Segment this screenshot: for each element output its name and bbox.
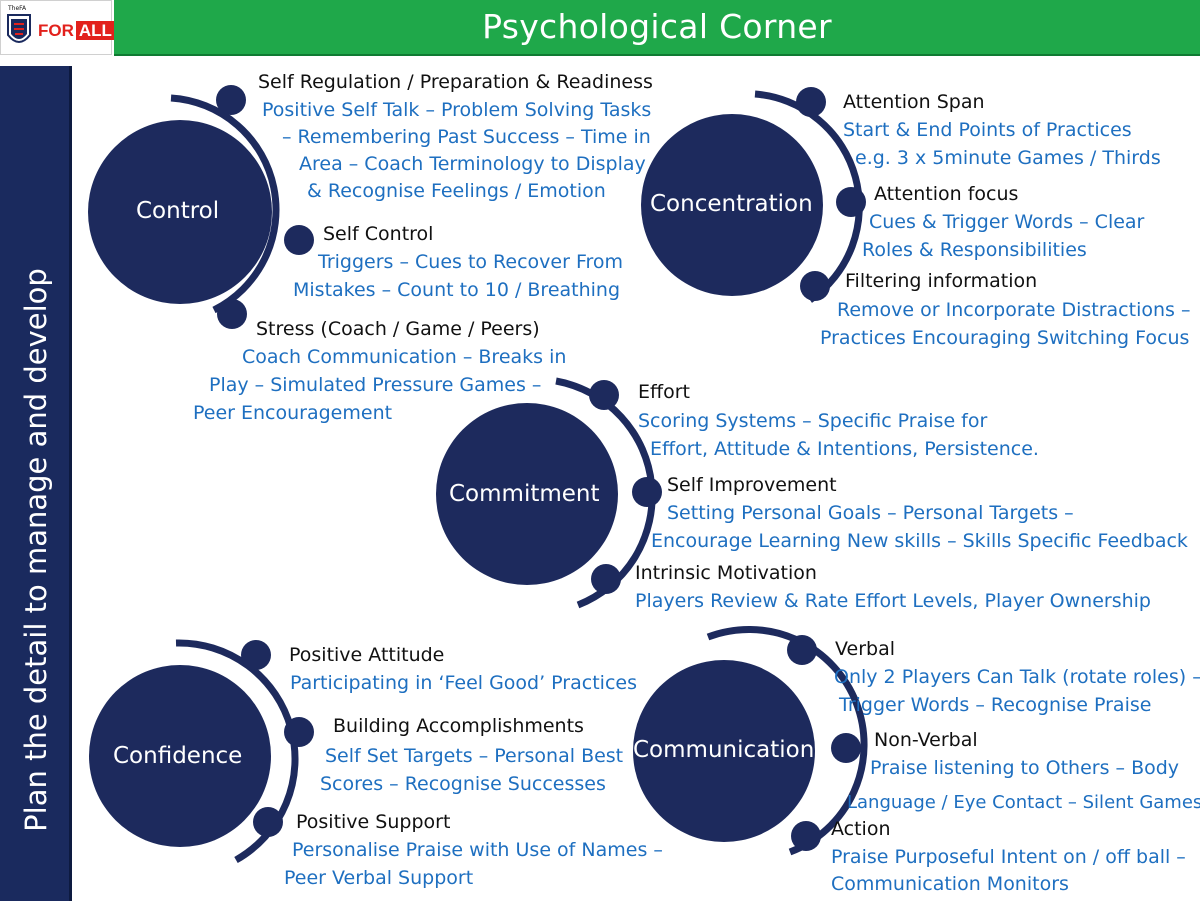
- verbal-heading: Verbal: [835, 638, 896, 660]
- self-regulation-heading: Self Regulation / Preparation & Readines…: [258, 71, 653, 93]
- effort-detail-2: Effort, Attitude & Intentions, Persisten…: [650, 438, 1039, 460]
- page-title: Psychological Corner: [482, 7, 832, 46]
- verbal-detail-1: Only 2 Players Can Talk (rotate roles) –: [834, 666, 1200, 688]
- communication-node: [633, 625, 868, 856]
- verbal-detail-2: Trigger Words – Recognise Praise: [839, 694, 1152, 716]
- stress-detail-3: Peer Encouragement: [193, 402, 393, 424]
- navy-dot-icon: [791, 821, 821, 851]
- positive-attitude-heading: Positive Attitude: [289, 644, 445, 666]
- navy-dot-icon: [589, 380, 619, 410]
- navy-dot-icon: [241, 640, 271, 670]
- confidence-node: [89, 639, 314, 864]
- effort-heading: Effort: [638, 381, 690, 403]
- navy-dot-icon: [284, 225, 314, 255]
- communication-label: Communication: [633, 737, 815, 763]
- intrinsic-motivation-detail-1: Players Review & Rate Effort Levels, Pla…: [635, 590, 1151, 612]
- navy-dot-icon: [787, 635, 817, 665]
- attention-focus-detail-2: Roles & Responsibilities: [862, 239, 1087, 261]
- navy-dot-icon: [632, 477, 662, 507]
- action-detail-1: Praise Purposeful Intent on / off ball –: [831, 846, 1186, 868]
- navy-dot-icon: [253, 807, 283, 837]
- navy-dot-icon: [216, 85, 246, 115]
- action-detail-2: Communication Monitors: [831, 873, 1069, 895]
- self-control-heading: Self Control: [323, 223, 434, 245]
- non-verbal-detail-1: Praise listening to Others – Body: [870, 757, 1180, 779]
- self-regulation-detail-4: & Recognise Feelings / Emotion: [307, 180, 606, 202]
- title-bar: Psychological Corner: [114, 0, 1200, 56]
- positive-support-detail-1: Personalise Praise with Use of Names –: [292, 839, 663, 861]
- building-accomplishments-detail-1: Self Set Targets – Personal Best: [325, 745, 624, 767]
- control-label: Control: [136, 198, 220, 224]
- filtering-information-heading: Filtering information: [845, 270, 1038, 292]
- sidebar-banner: Plan the detail to manage and develop: [0, 66, 72, 901]
- navy-dot-icon: [800, 271, 830, 301]
- filtering-information-detail-2: Practices Encouraging Switching Focus: [820, 327, 1190, 349]
- commitment-node: [436, 377, 662, 609]
- building-accomplishments-detail-2: Scores – Recognise Successes: [320, 773, 606, 795]
- building-accomplishments-heading: Building Accomplishments: [333, 715, 584, 737]
- navy-dot-icon: [217, 299, 247, 329]
- self-improvement-detail-2: Encourage Learning New skills – Skills S…: [651, 530, 1188, 552]
- action-heading: Action: [831, 818, 891, 840]
- concentration-label: Concentration: [650, 191, 813, 217]
- stress-heading: Stress (Coach / Game / Peers): [256, 318, 540, 340]
- stress-detail-2: Play – Simulated Pressure Games –: [209, 374, 542, 396]
- navy-dot-icon: [836, 187, 866, 217]
- intrinsic-motivation-heading: Intrinsic Motivation: [635, 562, 817, 584]
- attention-focus-heading: Attention focus: [874, 183, 1019, 205]
- self-control-detail-2: Mistakes – Count to 10 / Breathing: [293, 279, 621, 301]
- attention-focus-detail-1: Cues & Trigger Words – Clear: [869, 211, 1145, 233]
- self-regulation-detail-2: – Remembering Past Success – Time in: [282, 126, 651, 148]
- self-improvement-heading: Self Improvement: [667, 474, 837, 496]
- attention-span-detail-1: Start & End Points of Practices: [843, 119, 1132, 141]
- non-verbal-detail-2: Language / Eye Contact – Silent Games: [847, 792, 1200, 813]
- england-crest-icon: TheFA: [5, 5, 33, 51]
- navy-dot-icon: [796, 87, 826, 117]
- self-regulation-detail-3: Area – Coach Terminology to Display: [299, 153, 646, 175]
- filtering-information-detail-1: Remove or Incorporate Distractions –: [837, 299, 1191, 321]
- positive-support-heading: Positive Support: [296, 811, 451, 833]
- attention-span-detail-2: e.g. 3 x 5minute Games / Thirds: [855, 147, 1161, 169]
- self-control-detail-1: Triggers – Cues to Recover From: [318, 251, 624, 273]
- effort-detail-1: Scoring Systems – Specific Praise for: [638, 410, 988, 432]
- control-node: [88, 85, 314, 329]
- non-verbal-heading: Non-Verbal: [874, 729, 978, 751]
- self-improvement-detail-1: Setting Personal Goals – Personal Target…: [667, 502, 1074, 524]
- commitment-label: Commitment: [449, 481, 600, 507]
- attention-span-heading: Attention Span: [843, 91, 985, 113]
- positive-support-detail-2: Peer Verbal Support: [284, 867, 474, 889]
- navy-dot-icon: [284, 717, 314, 747]
- navy-dot-icon: [831, 733, 861, 763]
- positive-attitude-detail-1: Participating in ‘Feel Good’ Practices: [290, 672, 637, 694]
- self-regulation-detail-1: Positive Self Talk – Problem Solving Tas…: [262, 99, 652, 121]
- stress-detail-1: Coach Communication – Breaks in: [242, 346, 567, 368]
- concentration-node: [641, 87, 866, 303]
- navy-dot-icon: [591, 564, 621, 594]
- confidence-label: Confidence: [113, 743, 243, 769]
